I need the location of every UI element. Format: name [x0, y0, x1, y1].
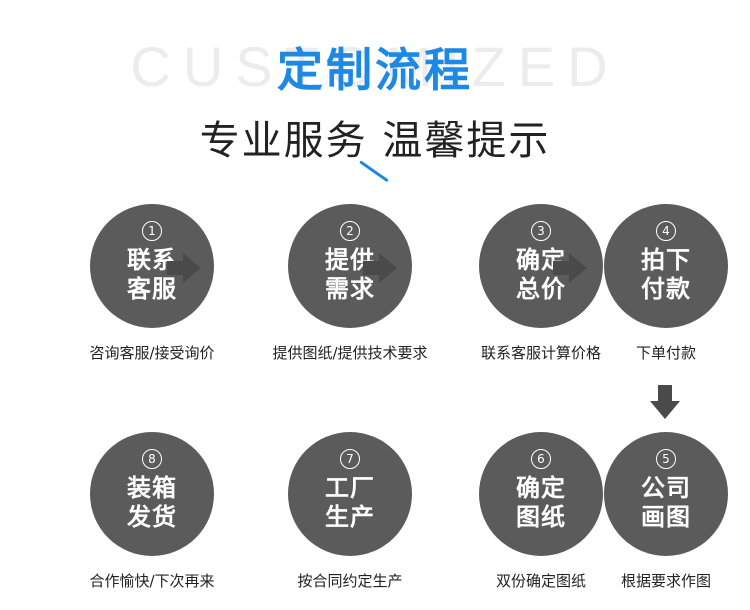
- step-2: 2 提供需求 提供图纸/提供技术要求: [255, 204, 445, 364]
- step-number: 4: [656, 221, 676, 241]
- step-circle: 4 拍下付款: [604, 204, 728, 328]
- background-watermark-word: CUSTOMIZED: [130, 35, 620, 98]
- step-1: 1 联系客服 咨询客服/接受询价: [57, 204, 247, 364]
- step-4: 4 拍下付款 下单付款: [571, 204, 750, 364]
- arrow-right-icon: [553, 253, 587, 283]
- step-number: 5: [656, 449, 676, 469]
- step-name: 确定总价: [516, 246, 566, 303]
- step-5: 5 公司画图 根据要求作图: [571, 432, 750, 592]
- step-caption: 根据要求作图: [620, 572, 711, 590]
- page-subtitle: 专业服务 温馨提示: [199, 118, 551, 164]
- step-name: 装箱发货: [127, 474, 177, 531]
- step-caption: 联系客服计算价格: [480, 344, 601, 362]
- step-number: 7: [340, 449, 360, 469]
- step-circle: 8 装箱发货: [90, 432, 214, 556]
- step-caption: 咨询客服/接受询价: [89, 344, 215, 362]
- step-caption: 双份确定图纸: [495, 572, 586, 590]
- step-number: 1: [142, 221, 162, 241]
- step-circle: 7 工厂生产: [288, 432, 412, 556]
- step-6: 6 确定图纸 双份确定图纸: [446, 432, 636, 592]
- step-caption: 按合同约定生产: [297, 572, 403, 590]
- arrow-right-icon: [167, 253, 201, 283]
- step-name: 工厂生产: [325, 474, 375, 531]
- step-caption: 合作愉快/下次再来: [89, 572, 215, 590]
- step-name: 拍下付款: [641, 246, 691, 303]
- page-title: 定制流程: [277, 43, 473, 97]
- step-name: 公司画图: [641, 474, 691, 531]
- step-circle: 6 确定图纸: [479, 432, 603, 556]
- step-name: 联系客服: [127, 246, 177, 303]
- arrow-down-icon: [650, 385, 680, 419]
- step-number: 2: [340, 221, 360, 241]
- arrow-right-icon: [363, 253, 397, 283]
- step-8: 8 装箱发货 合作愉快/下次再来: [57, 432, 247, 592]
- step-caption: 下单付款: [635, 344, 696, 362]
- step-circle: 5 公司画图: [604, 432, 728, 556]
- step-number: 3: [531, 221, 551, 241]
- step-name: 确定图纸: [516, 474, 566, 531]
- step-caption: 提供图纸/提供技术要求: [272, 344, 428, 362]
- step-7: 7 工厂生产 按合同约定生产: [255, 432, 445, 592]
- step-number: 6: [531, 449, 551, 469]
- step-number: 8: [142, 449, 162, 469]
